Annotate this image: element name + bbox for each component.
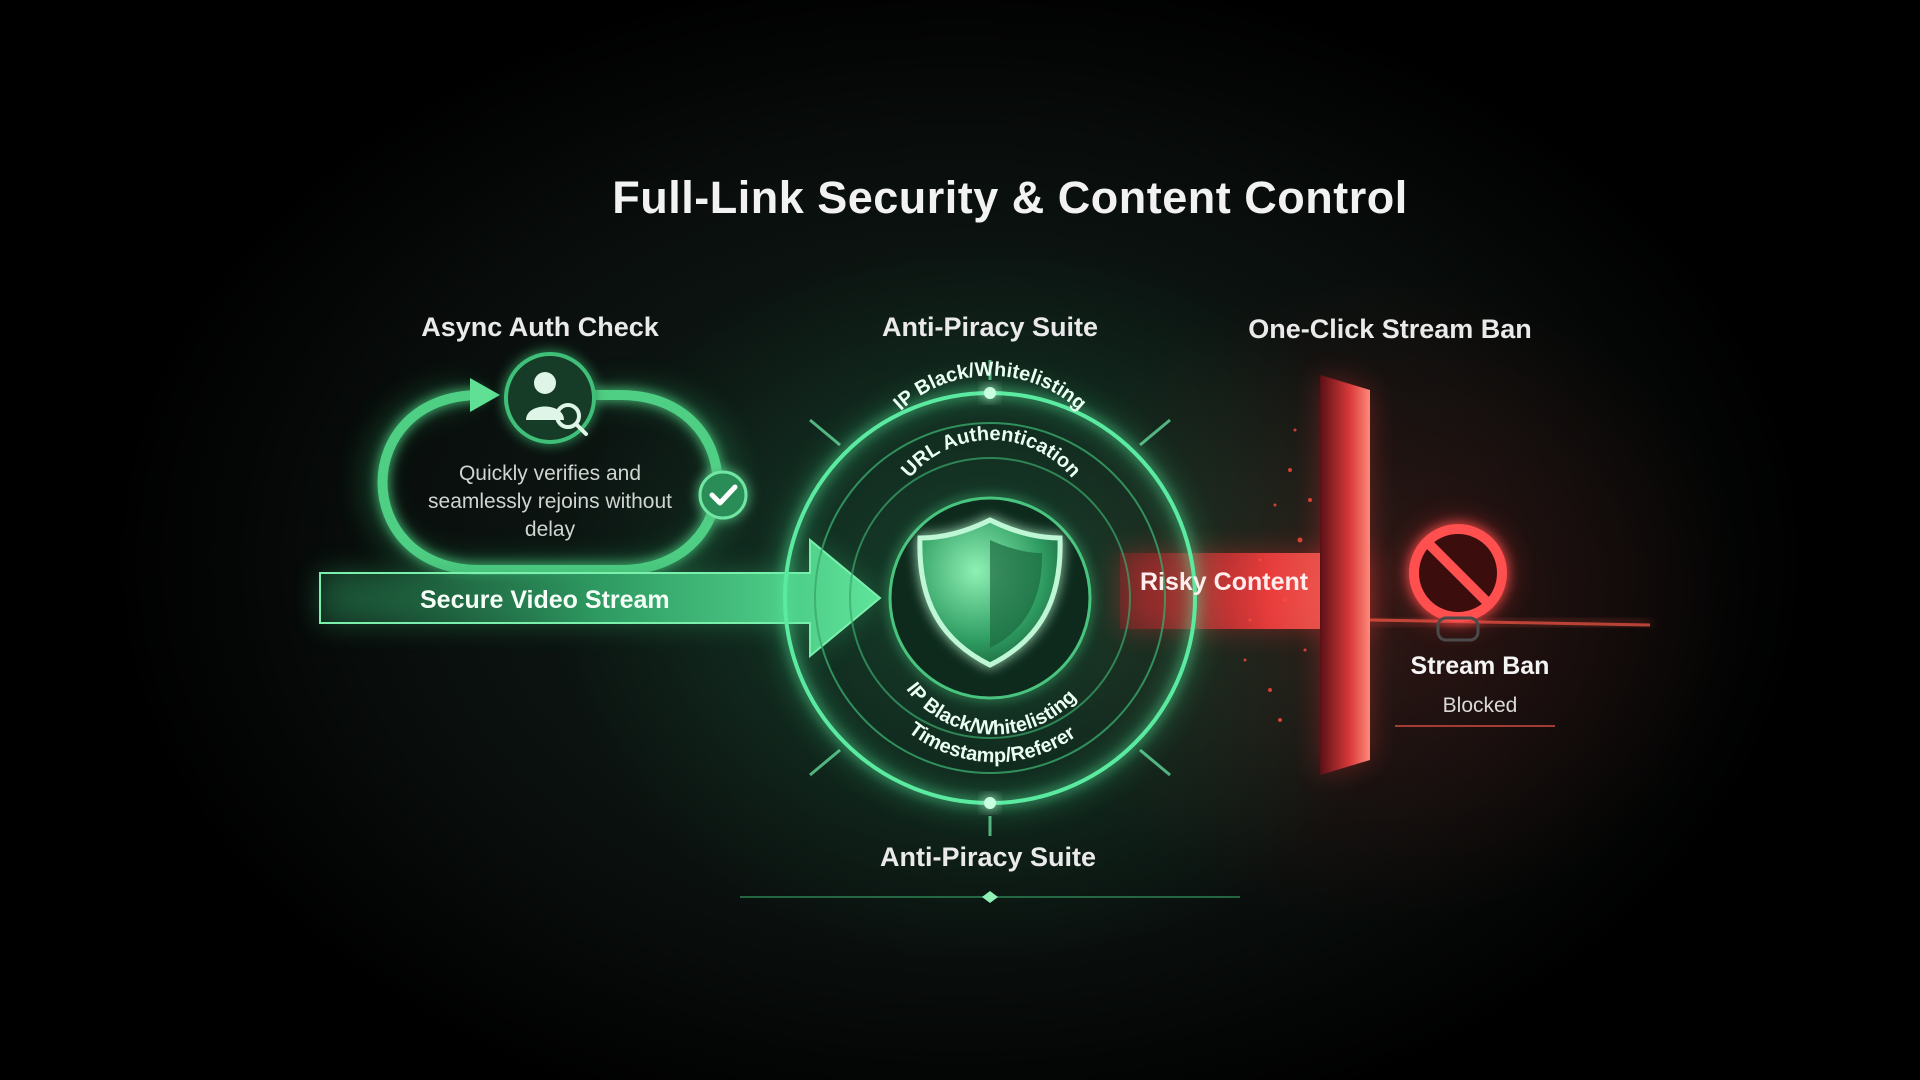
auth-loop: [363, 378, 737, 579]
ban-heading: One-Click Stream Ban: [1248, 314, 1532, 344]
auth-description: Quickly verifies and seamlessly rejoins …: [428, 462, 672, 541]
suite-heading-top: Anti-Piracy Suite: [881, 312, 1099, 342]
page-title: Full-Link Security & Content Control: [612, 172, 1408, 223]
user-search-icon: [504, 352, 596, 444]
loop-arrowhead-icon: [470, 378, 500, 412]
arrow-icon: [319, 537, 882, 659]
stream-ban-label: Stream Ban: [1410, 652, 1550, 680]
suite-heading-bottom: Anti-Piracy Suite: [879, 842, 1097, 872]
risky-content-label: Risky Content: [1140, 568, 1309, 596]
block-wall: [1243, 375, 1370, 775]
stream-label: Secure Video Stream: [420, 586, 670, 614]
bottom-divider: [740, 891, 1240, 903]
prohibited-icon: [1406, 521, 1510, 642]
checkmark-icon: [698, 470, 748, 520]
auth-heading: Async Auth Check: [421, 312, 659, 342]
blocked-status: Blocked: [1442, 694, 1518, 717]
shield-icon: [917, 517, 1063, 668]
